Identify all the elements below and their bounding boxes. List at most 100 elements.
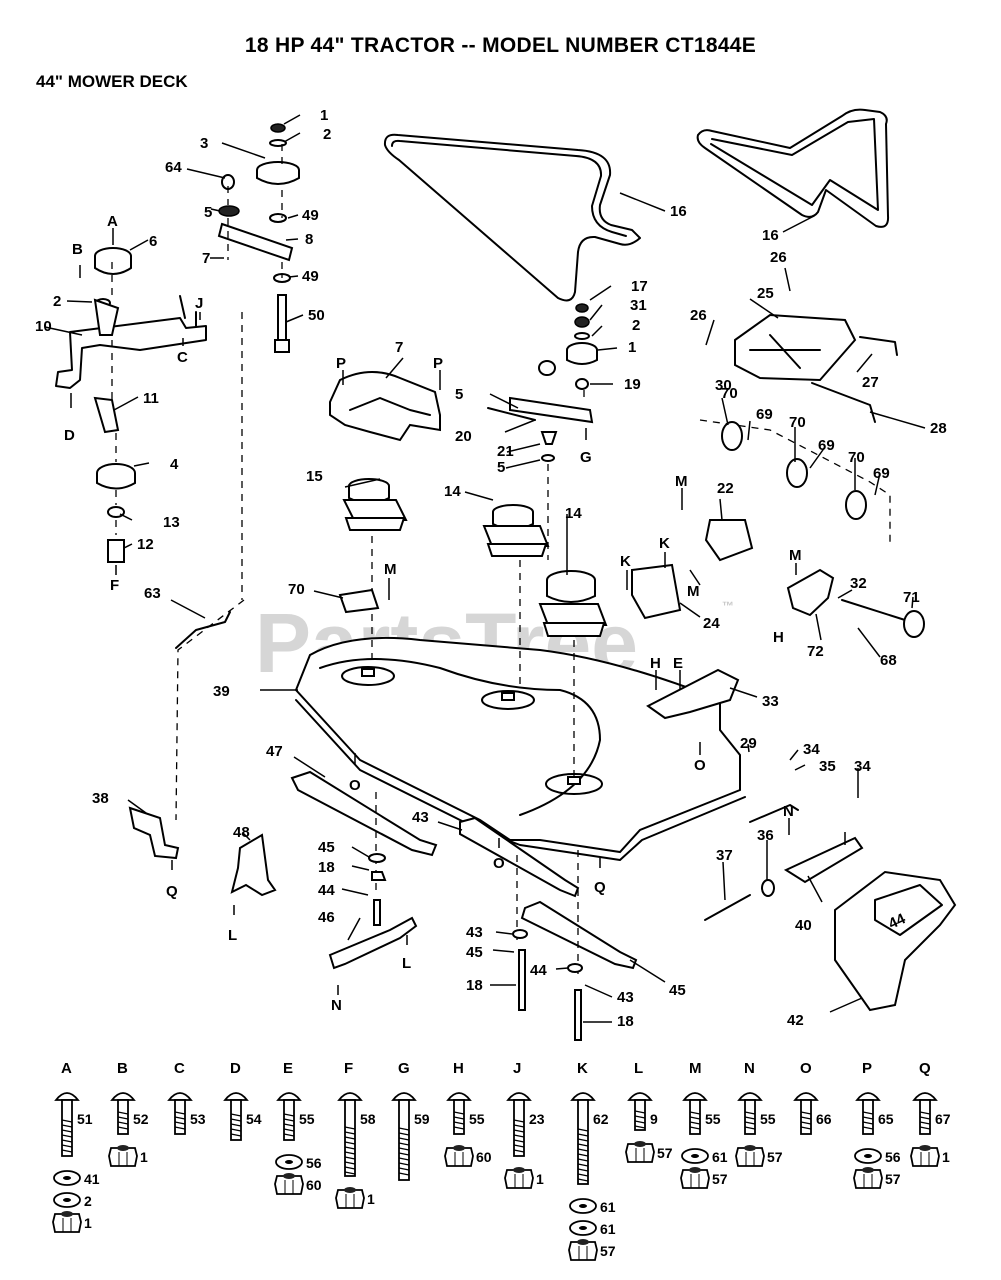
idler-roller-illustration (845, 490, 867, 520)
callout-label: 42 (787, 1012, 804, 1029)
letter-marker: F (110, 577, 119, 594)
hardware-part-number: 1 (942, 1149, 950, 1165)
letter-marker: K (620, 553, 631, 570)
blade-illustration (459, 816, 580, 898)
hardware-part-number: 55 (469, 1111, 485, 1127)
callout-label: 26 (770, 249, 787, 266)
hardware-letter: A (61, 1060, 72, 1077)
callout-label: 3 (200, 135, 208, 152)
bracket-plate-illustration (93, 298, 120, 336)
callout-label: 22 (717, 480, 734, 497)
hardware-part-number: 58 (360, 1111, 376, 1127)
hardware-part-number: 57 (767, 1149, 783, 1165)
callout-label: 71 (903, 589, 920, 606)
callout-label: 11 (143, 390, 159, 407)
hardware-letter: L (634, 1060, 643, 1077)
callout-label: 12 (137, 536, 154, 553)
callout-label: 29 (740, 735, 757, 752)
callout-label: 36 (757, 827, 774, 844)
spacer-illustration (107, 539, 125, 563)
callout-label: 13 (163, 514, 180, 531)
callout-label: 5 (497, 459, 505, 476)
callout-label: 1 (628, 339, 636, 356)
callout-label: 47 (266, 743, 283, 760)
drive-belt-illustration (383, 133, 641, 302)
mower-deck-housing-illustration (294, 636, 741, 854)
hardware-part-number: 61 (600, 1221, 616, 1237)
letter-marker: L (228, 927, 237, 944)
letter-marker: Q (166, 883, 178, 900)
callout-label: 1 (320, 107, 328, 124)
idler-roller-illustration (721, 421, 743, 451)
hardware-part-number: 55 (760, 1111, 776, 1127)
section-title: 44" MOWER DECK (36, 72, 188, 91)
callout-label: 34 (803, 741, 820, 758)
latch-assembly-illustration (786, 568, 835, 617)
hardware-letter: F (344, 1060, 353, 1077)
callout-label: 17 (631, 278, 648, 295)
hardware-letter: G (398, 1060, 410, 1077)
hardware-column: H 55 60 (444, 1060, 492, 1167)
callout-label: 16 (762, 227, 779, 244)
hardware-part-number: 60 (476, 1149, 492, 1165)
callout-label: 45 (318, 839, 335, 856)
blade-illustration (520, 900, 638, 970)
hardware-letter: P (862, 1060, 872, 1077)
letter-marker: K (659, 535, 670, 552)
hardware-letter: M (689, 1060, 702, 1077)
callout-label: 70 (789, 414, 806, 431)
letter-marker: Q (594, 879, 606, 896)
callout-label: 50 (308, 307, 325, 324)
callout-label: 45 (466, 944, 483, 961)
hardware-key: A514121B521C53D54E555660F581G59H5560J231… (52, 1060, 951, 1261)
hardware-column: D 54 (223, 1060, 262, 1141)
callout-label: 44 (530, 962, 547, 979)
letter-marker: O (694, 757, 706, 774)
callout-label: 27 (862, 374, 879, 391)
callout-label: 7 (395, 339, 403, 356)
callout-label: 33 (762, 693, 779, 710)
hardware-letter: K (577, 1060, 588, 1077)
hardware-part-number: 54 (246, 1111, 262, 1127)
spring-illustration (175, 611, 231, 649)
letter-marker: H (773, 629, 784, 646)
hardware-letter: J (513, 1060, 521, 1077)
hardware-part-number: 1 (367, 1191, 375, 1207)
wheel-bracket-illustration (128, 806, 180, 860)
letter-marker: O (349, 777, 361, 794)
callout-label: 2 (53, 293, 61, 310)
callout-label: 70 (721, 385, 738, 402)
callout-label: 15 (306, 468, 323, 485)
watermark-trademark: ™ (722, 599, 734, 613)
hardware-letter: D (230, 1060, 241, 1077)
hardware-part-number: 52 (133, 1111, 149, 1127)
callout-label: 26 (690, 307, 707, 324)
callout-label: 32 (850, 575, 867, 592)
hardware-letter: B (117, 1060, 128, 1077)
blade-illustration (290, 770, 438, 857)
letter-marker: G (580, 449, 592, 466)
callout-label: 49 (302, 268, 319, 285)
chute-decal: 44 (886, 910, 909, 933)
callout-label: 2 (632, 317, 640, 334)
callout-label: 35 (819, 758, 836, 775)
callout-label: 38 (92, 790, 109, 807)
letter-marker: P (336, 355, 346, 372)
hardware-part-number: 1 (84, 1215, 92, 1231)
hardware-part-number: 51 (77, 1111, 93, 1127)
callout-label: 43 (617, 989, 634, 1006)
callout-label: 70 (288, 581, 305, 598)
callout-label: 14 (565, 505, 582, 522)
hardware-letter: H (453, 1060, 464, 1077)
letter-marker: M (675, 473, 688, 490)
callout-label: 49 (302, 207, 319, 224)
hardware-part-number: 9 (650, 1111, 658, 1127)
